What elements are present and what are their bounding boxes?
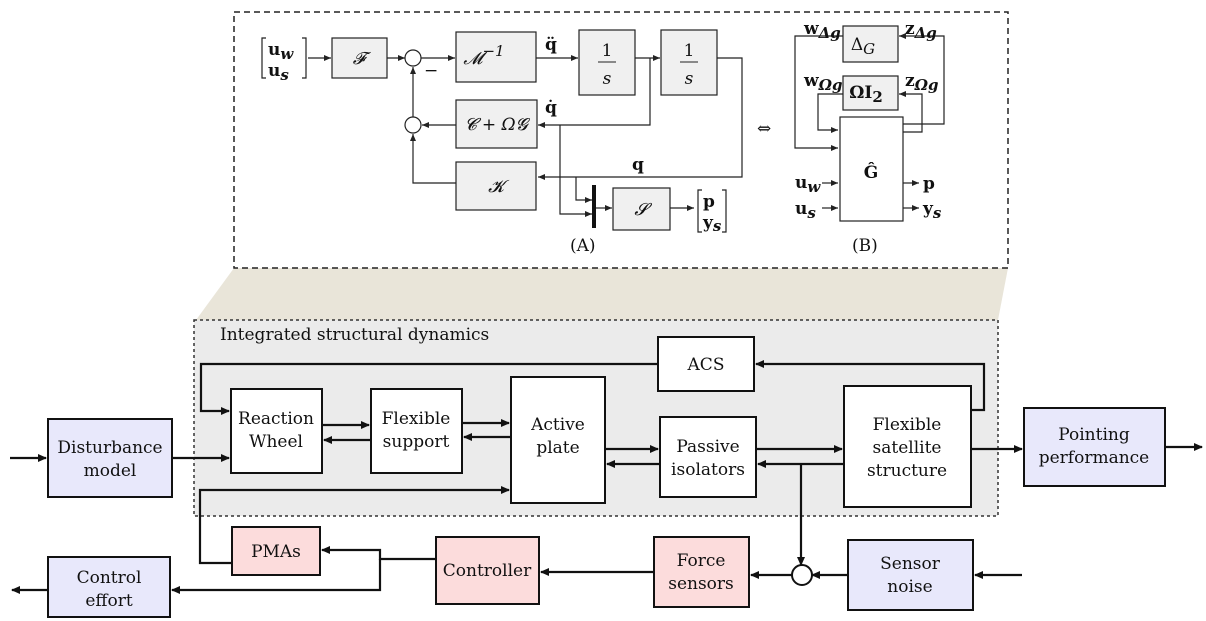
svg-text:p: p xyxy=(703,192,715,212)
force-sensors-block xyxy=(653,536,750,608)
output-vector: p ys xyxy=(697,189,727,235)
panel-label-b: (B) xyxy=(852,236,878,256)
acs-block xyxy=(657,336,755,392)
svg-text:satellite: satellite xyxy=(873,438,942,458)
flexible-satellite-structure-block xyxy=(843,385,972,508)
svg-text:PMAs: PMAs xyxy=(251,542,301,562)
svg-text:sensors: sensors xyxy=(668,574,734,594)
svg-text:1: 1 xyxy=(684,41,695,61)
svg-text:Reaction: Reaction xyxy=(238,409,314,429)
svg-text:1: 1 xyxy=(602,41,613,61)
equivalence-symbol: ⇔ xyxy=(757,119,771,139)
svg-text:Sensor: Sensor xyxy=(880,554,941,574)
svg-text:𝓒 + Ω𝓖: 𝓒 + Ω𝓖 xyxy=(464,115,530,135)
controller-block xyxy=(435,536,540,605)
svg-text:ys: ys xyxy=(922,199,942,222)
summing-junction-icon xyxy=(404,116,422,134)
damping-gyro-block xyxy=(455,99,538,149)
S-block xyxy=(612,187,671,231)
svg-text:noise: noise xyxy=(887,577,932,597)
pointing-performance-block xyxy=(1023,407,1166,487)
svg-text:s: s xyxy=(603,69,612,89)
svg-text:−: − xyxy=(424,61,438,81)
svg-text:Passive: Passive xyxy=(676,437,739,457)
disturbance-model-block xyxy=(47,418,173,498)
summing-junction-icon xyxy=(404,49,422,67)
svg-text:us: us xyxy=(268,61,289,84)
F-block xyxy=(331,37,388,79)
G-hat-block xyxy=(839,116,904,222)
svg-text:support: support xyxy=(383,432,450,452)
panel-label-a: (A) xyxy=(570,236,596,256)
svg-text:q̈: q̈ xyxy=(545,35,557,55)
active-plate-block xyxy=(510,376,606,504)
svg-text:performance: performance xyxy=(1039,448,1150,468)
svg-text:zΔg: zΔg xyxy=(905,19,937,42)
svg-text:s: s xyxy=(685,69,694,89)
svg-text:model: model xyxy=(84,461,137,481)
reaction-wheel-block xyxy=(230,388,323,474)
omega-I2-block xyxy=(842,75,899,111)
pmas-block xyxy=(231,526,321,576)
control-effort-block xyxy=(47,556,171,618)
svg-text:Flexible: Flexible xyxy=(873,415,942,435)
svg-text:structure: structure xyxy=(867,461,947,481)
svg-text:uw: uw xyxy=(268,40,294,63)
svg-text:Controller: Controller xyxy=(443,561,532,581)
svg-text:Wheel: Wheel xyxy=(249,432,303,452)
svg-text:Ĝ: Ĝ xyxy=(864,162,879,183)
svg-text:Disturbance: Disturbance xyxy=(57,438,162,458)
svg-text:wΔg: wΔg xyxy=(803,19,841,42)
svg-text:q: q xyxy=(632,155,644,175)
svg-text:ΔG: ΔG xyxy=(851,35,875,58)
svg-text:Force: Force xyxy=(677,551,726,571)
delta-G-block xyxy=(842,25,899,63)
svg-text:ACS: ACS xyxy=(687,355,725,375)
svg-text:uw: uw xyxy=(795,173,821,196)
svg-text:Active: Active xyxy=(530,415,585,435)
K-block xyxy=(455,161,537,211)
svg-text:zΩg: zΩg xyxy=(905,71,939,94)
svg-text:p: p xyxy=(923,174,935,194)
svg-text:Flexible: Flexible xyxy=(382,409,451,429)
svg-text:q̇: q̇ xyxy=(545,98,557,118)
flexible-support-block xyxy=(370,388,463,474)
svg-text:plate: plate xyxy=(536,438,579,458)
M-inverse-block xyxy=(455,31,537,83)
summing-junction-icon xyxy=(791,564,813,586)
zoom-funnel xyxy=(196,268,1008,320)
sensor-noise-block xyxy=(847,539,974,611)
passive-isolators-block xyxy=(659,416,757,498)
svg-text:wΩg: wΩg xyxy=(803,71,842,94)
svg-text:ys: ys xyxy=(702,213,722,235)
svg-text:isolators: isolators xyxy=(671,460,745,480)
svg-text:𝓜−1: 𝓜−1 xyxy=(463,42,504,69)
svg-text:effort: effort xyxy=(85,591,132,611)
svg-text:Pointing: Pointing xyxy=(1058,425,1130,445)
svg-text:us: us xyxy=(795,199,816,222)
svg-text:Control: Control xyxy=(77,568,142,588)
input-vector: uw us xyxy=(261,37,307,84)
svg-text:ΩI2: ΩI2 xyxy=(849,83,883,106)
region-title: Integrated structural dynamics xyxy=(220,325,489,345)
